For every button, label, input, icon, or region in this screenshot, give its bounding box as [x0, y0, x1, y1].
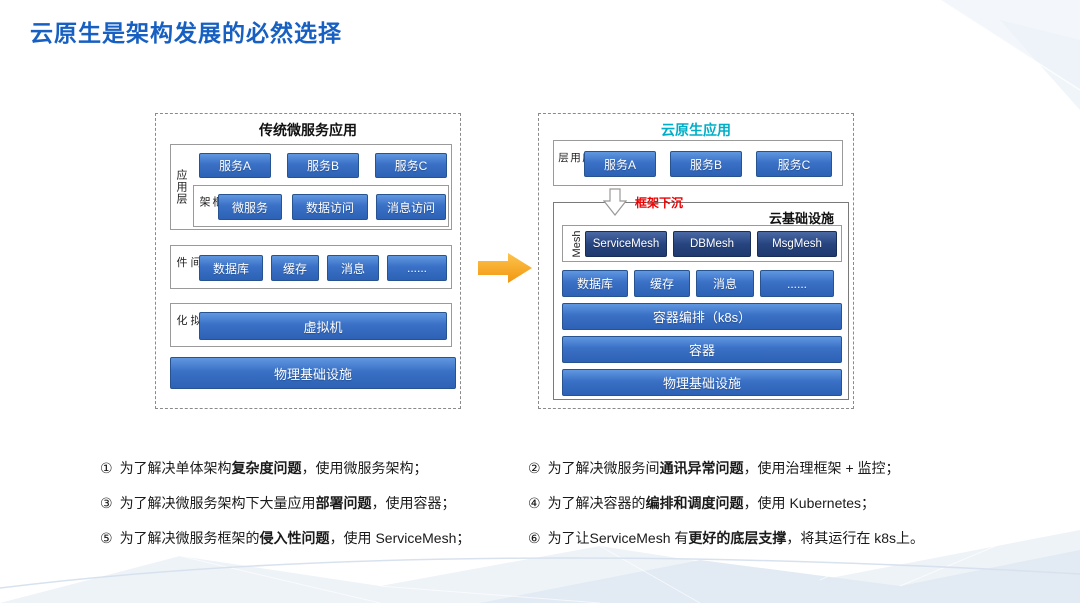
cloud-cache-block: 缓存	[634, 270, 690, 297]
note-text-post: ，将其运行在 k8s上。	[786, 530, 925, 546]
note-item-1: ① 为了解决单体架构复杂度问题，使用微服务架构；	[100, 458, 428, 478]
framework-box: 框架 微服务 数据访问 消息访问	[193, 185, 449, 227]
cloud-physical-infra-bar: 物理基础设施	[562, 369, 842, 396]
note-text-post: ，使用容器；	[371, 495, 456, 511]
database-block: 数据库	[199, 255, 263, 281]
data-access-block: 数据访问	[292, 194, 368, 220]
note-number: ④	[528, 495, 541, 511]
app-layer-label: 应用层	[175, 169, 187, 205]
dbmesh-block: DBMesh	[673, 231, 751, 257]
note-text-bold: 更好的底层支撑	[688, 530, 787, 546]
note-number: ⑥	[528, 530, 541, 546]
mesh-label: Mesh	[571, 230, 583, 258]
transform-arrow-icon	[478, 253, 532, 283]
ellipsis-block: ......	[387, 255, 447, 281]
note-text-pre: 为了解决微服务间	[547, 460, 660, 476]
cloud-ellipsis-block: ......	[760, 270, 834, 297]
note-number: ③	[100, 495, 113, 511]
note-text-bold: 编排和调度问题	[645, 495, 744, 511]
note-item-5: ⑤ 为了解决微服务框架的侵入性问题，使用 ServiceMesh；	[100, 528, 470, 548]
mesh-box: Mesh ServiceMesh DBMesh MsgMesh	[562, 225, 842, 262]
virtualization-section: 虚拟化 虚拟机	[170, 303, 452, 347]
cache-block: 缓存	[271, 255, 319, 281]
sink-arrow-icon	[603, 188, 627, 216]
traditional-panel: 传统微服务应用 应用层 服务A 服务B 服务C 框架 微服务 数据访问 消息访问…	[155, 113, 461, 409]
message-access-block: 消息访问	[376, 194, 446, 220]
note-text-pre: 为了解决微服务架构下大量应用	[119, 495, 316, 511]
note-text-post: ，使用 Kubernetes；	[743, 495, 876, 511]
note-number: ①	[100, 460, 113, 476]
cloud-message-block: 消息	[696, 270, 754, 297]
note-text-pre: 为了解决容器的	[547, 495, 646, 511]
cloud-service-c-block: 服务C	[756, 151, 832, 177]
k8s-orchestration-bar: 容器编排（k8s）	[562, 303, 842, 330]
page-title: 云原生是架构发展的必然选择	[30, 20, 342, 46]
note-item-3: ③ 为了解决微服务架构下大量应用部署问题，使用容器；	[100, 493, 456, 513]
message-block: 消息	[327, 255, 379, 281]
note-text-post: ，使用治理框架 + 监控；	[743, 460, 900, 476]
background-polygons-topright	[939, 0, 1080, 110]
sink-label: 框架下沉	[635, 196, 684, 210]
service-b-block: 服务B	[287, 153, 359, 178]
cloud-native-panel: 云原生应用 应用层 服务A 服务B 服务C 框架下沉 云基础设施 Mesh Se…	[538, 113, 854, 409]
cloud-infra-label: 云基础设施	[768, 211, 834, 226]
note-number: ⑤	[100, 530, 113, 546]
note-text-post: ，使用微服务架构；	[301, 460, 428, 476]
note-text-bold: 通讯异常问题	[659, 460, 744, 476]
note-item-4: ④ 为了解决容器的编排和调度问题，使用 Kubernetes；	[528, 493, 875, 513]
cloud-native-panel-title: 云原生应用	[661, 122, 731, 138]
note-item-6: ⑥ 为了让ServiceMesh 有更好的底层支撑，将其运行在 k8s上。	[528, 528, 924, 548]
cloud-service-b-block: 服务B	[670, 151, 742, 177]
note-number: ②	[528, 460, 541, 476]
cloud-app-layer-section: 应用层 服务A 服务B 服务C	[553, 140, 843, 186]
msgmesh-block: MsgMesh	[757, 231, 837, 257]
servicemesh-block: ServiceMesh	[585, 231, 667, 257]
note-text-bold: 侵入性问题	[259, 530, 330, 546]
traditional-panel-title: 传统微服务应用	[259, 122, 357, 138]
cloud-service-a-block: 服务A	[584, 151, 656, 177]
container-bar: 容器	[562, 336, 842, 363]
microservice-block: 微服务	[218, 194, 282, 220]
note-item-2: ② 为了解决微服务间通讯异常问题，使用治理框架 + 监控；	[528, 458, 900, 478]
service-c-block: 服务C	[375, 153, 447, 178]
note-text-bold: 复杂度问题	[231, 460, 302, 476]
service-a-block: 服务A	[199, 153, 271, 178]
vm-bar: 虚拟机	[199, 312, 447, 340]
app-layer-section: 应用层 服务A 服务B 服务C 框架 微服务 数据访问 消息访问	[170, 144, 452, 230]
note-text-post: ，使用 ServiceMesh；	[329, 530, 471, 546]
cloud-database-block: 数据库	[562, 270, 628, 297]
middleware-section: 中间件 数据库 缓存 消息 ......	[170, 245, 452, 289]
note-text-pre: 为了让ServiceMesh 有	[547, 530, 689, 546]
physical-infra-bar: 物理基础设施	[170, 357, 456, 389]
note-text-pre: 为了解决微服务框架的	[119, 530, 260, 546]
cloud-infra-box: 云基础设施 Mesh ServiceMesh DBMesh MsgMesh 数据…	[553, 202, 849, 400]
note-text-bold: 部署问题	[315, 495, 372, 511]
note-text-pre: 为了解决单体架构	[119, 460, 232, 476]
